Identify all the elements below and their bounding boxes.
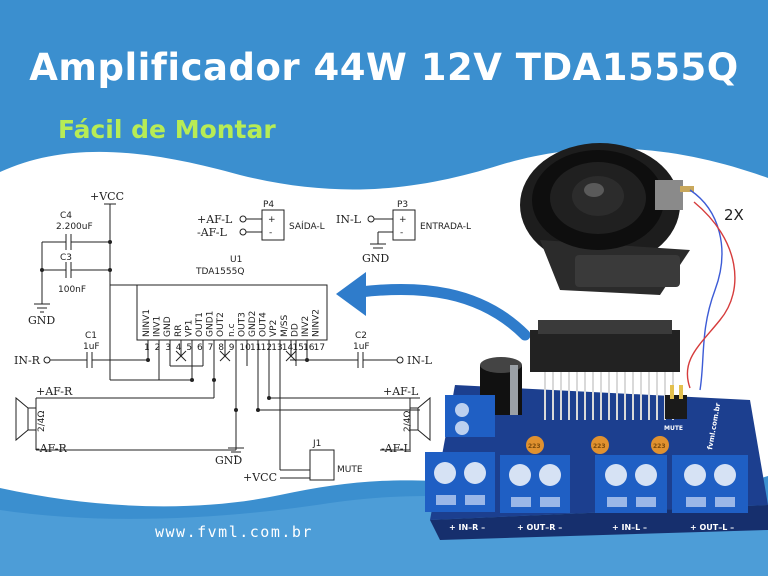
ic-pin-number: 8 <box>218 343 224 353</box>
ic-pin-name: NINV2 <box>312 309 322 337</box>
footer-url[interactable]: www.fvml.com.br <box>155 523 313 541</box>
ic-pin-number: 15 <box>292 343 303 353</box>
vcc-top-label: +VCC <box>90 190 124 203</box>
p3-pin-plus: + <box>399 215 407 225</box>
pcb-label-in-l: + IN–L – <box>612 523 647 532</box>
c1-value: 1uF <box>83 342 100 352</box>
pcb-cap-label-2: 223 <box>593 443 606 450</box>
c3-value: 100nF <box>58 285 86 295</box>
j1-label: MUTE <box>337 465 363 475</box>
ic-pin-name: INV2 <box>301 316 311 337</box>
ic-pin-number: 10 <box>239 343 251 353</box>
ic-pin-number: 6 <box>197 343 203 353</box>
ic-pin-name: NINV1 <box>142 309 152 337</box>
arrow <box>354 283 531 341</box>
ic-pin-number: 4 <box>176 343 182 353</box>
u1-part: TDA1555Q <box>195 267 244 277</box>
spk-left-impedance: 2/4Ω <box>37 411 47 432</box>
af-r-plus: +AF-R <box>36 385 73 398</box>
af-r-minus: -AF-R <box>36 442 68 455</box>
c3-name: C3 <box>60 253 72 263</box>
gnd-bottom-label: GND <box>215 454 242 467</box>
p3-pin-minus: - <box>400 228 403 238</box>
p4-pin-minus: - <box>269 228 272 238</box>
c2-name: C2 <box>355 331 367 341</box>
ic-pins <box>544 372 674 420</box>
c1-name: C1 <box>85 331 97 341</box>
ic-pin-number: 7 <box>208 343 214 353</box>
ic-pin-number: 11 <box>250 343 261 353</box>
ic-pin-number: 3 <box>165 343 171 353</box>
ic-pin-name: GND1 <box>206 311 216 337</box>
ic-pin-number: 13 <box>271 343 282 353</box>
pcb-label-out-l: + OUT–L – <box>690 523 734 532</box>
ic-pin-number: 12 <box>261 343 272 353</box>
ic-pin-name: OUT1 <box>195 312 205 337</box>
ic-pin-name: GND <box>163 316 173 337</box>
ic-pin-name: OUT4 <box>259 312 269 337</box>
p4-af-plus: +AF-L <box>197 213 233 226</box>
page-subtitle: Fácil de Montar <box>58 115 276 144</box>
ic-pin-name: VP1 <box>184 320 194 337</box>
ic-pin-name: M/SS <box>280 314 290 337</box>
ic-pin-number: 14 <box>282 343 294 353</box>
schematic-open-circles <box>43 215 404 364</box>
ic-pin-number: 2 <box>155 343 161 353</box>
ic-pin-number: 17 <box>314 343 325 353</box>
pcb-label-brand: fvml.com.br <box>706 402 722 451</box>
schematic <box>15 203 431 481</box>
ic-pin-number: 9 <box>229 343 235 353</box>
ic-pin-number: 5 <box>186 343 192 353</box>
gnd-left-label: GND <box>28 314 55 327</box>
pcb-label-mute: MUTE <box>664 425 683 432</box>
page-title: Amplificador 44W 12V TDA1555Q <box>29 46 739 89</box>
p4-af-minus: -AF-L <box>197 226 228 239</box>
pcb-label-in-r: + IN–R – <box>449 523 485 532</box>
af-l-minus: -AF-L <box>381 442 412 455</box>
speaker-qty: 2X <box>724 206 744 224</box>
spk-right-impedance: 2/4Ω <box>403 411 413 432</box>
ic-pin-name: DD <box>290 323 300 337</box>
schematic-dots <box>40 240 309 412</box>
ic-pin-number: 1 <box>144 343 150 353</box>
ic-pin-name: n.c <box>227 323 237 337</box>
p3-label: ENTRADA-L <box>420 222 471 232</box>
p4-label: SAÍDA-L <box>289 220 325 232</box>
speaker-illustration <box>520 143 736 391</box>
ic-pin-number: 16 <box>303 343 315 353</box>
u1-name: U1 <box>230 255 242 265</box>
p4-name: P4 <box>263 200 274 210</box>
in-l-label: IN-L <box>407 354 433 367</box>
j1-name: J1 <box>312 439 321 449</box>
ic-pin-name: OUT3 <box>237 312 247 337</box>
p4-pin-plus: + <box>268 215 276 225</box>
c4-name: C4 <box>60 211 72 221</box>
p3-in-label: IN-L <box>336 213 362 226</box>
af-l-plus: +AF-L <box>383 385 419 398</box>
ic-pin-name: VP2 <box>269 320 279 337</box>
c4-value: 2.200uF <box>56 222 93 232</box>
ic-pin-name: OUT2 <box>216 312 226 337</box>
vcc-bottom-label: +VCC <box>243 471 277 484</box>
pcb-cap-label-3: 223 <box>653 443 666 450</box>
in-r-label: IN-R <box>14 354 41 367</box>
arrow-head <box>336 272 366 316</box>
p3-name: P3 <box>397 200 408 210</box>
pcb-cap-label-1: 223 <box>528 443 541 450</box>
c2-value: 1uF <box>353 342 370 352</box>
ic-pin-name: GND2 <box>248 311 258 337</box>
gnd-p3-label: GND <box>362 252 389 265</box>
pcb-board <box>425 320 768 540</box>
ic-pin-name: RR <box>174 324 184 337</box>
ic-pin-name: INV1 <box>153 316 163 337</box>
pcb-label-out-r: + OUT–R – <box>517 523 562 532</box>
